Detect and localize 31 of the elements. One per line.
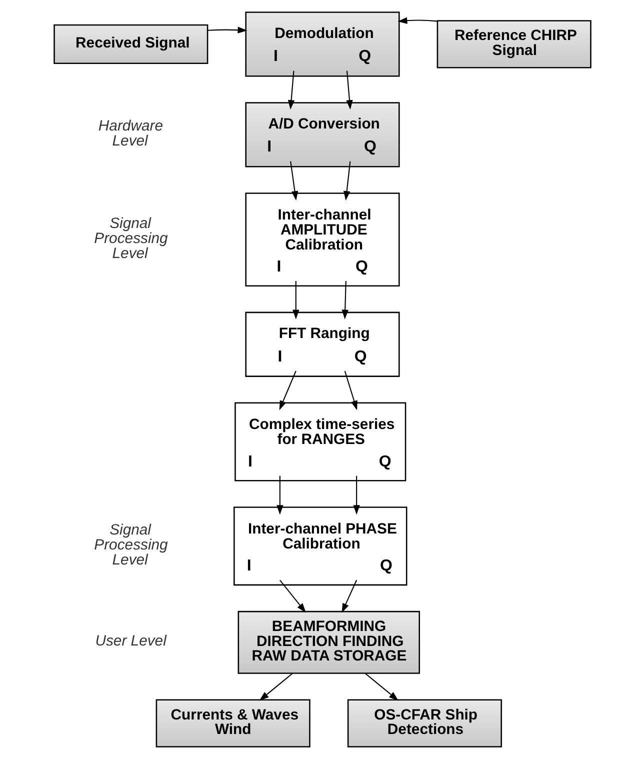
label: Signal Processing Level [94, 522, 168, 568]
arrow [258, 673, 292, 701]
node-box: Demodulation I Q [244, 12, 400, 77]
node-box: A/D Conversion I Q [244, 102, 400, 168]
node-box: FFT Ranging I Q [244, 312, 400, 377]
node-box: BEAMFORMING DIRECTION FINDING RAW DATA STORAGE [237, 610, 420, 674]
arrow [278, 370, 296, 410]
arrow [290, 161, 298, 201]
label: Signal Processing Level [94, 216, 168, 262]
arrow [292, 281, 299, 320]
arrow [364, 673, 398, 701]
arrow [279, 580, 306, 613]
node-box: Currents & Waves Wind [155, 699, 310, 748]
arrow [397, 17, 437, 24]
node-box: Inter-channel AMPLITUDE Calibration I Q [244, 192, 400, 286]
arrow [341, 580, 357, 613]
node-box: Inter-channel PHASE Calibration I Q [233, 506, 407, 586]
arrow [276, 476, 283, 515]
label: User Level [94, 633, 166, 650]
arrow [346, 70, 352, 110]
node-box: Complex time-series for RANGES I Q [234, 402, 406, 482]
node-box: Received Signal [53, 24, 208, 64]
label: Hardware Level [98, 118, 162, 150]
arrow [342, 161, 350, 201]
arrow [352, 476, 360, 515]
arrow [344, 370, 357, 410]
arrow [341, 281, 348, 320]
node-box: OS-CFAR Ship Detections [346, 699, 502, 748]
arrow [287, 70, 294, 110]
arrow [207, 26, 247, 34]
node-box: Reference CHIRP Signal [436, 20, 591, 68]
